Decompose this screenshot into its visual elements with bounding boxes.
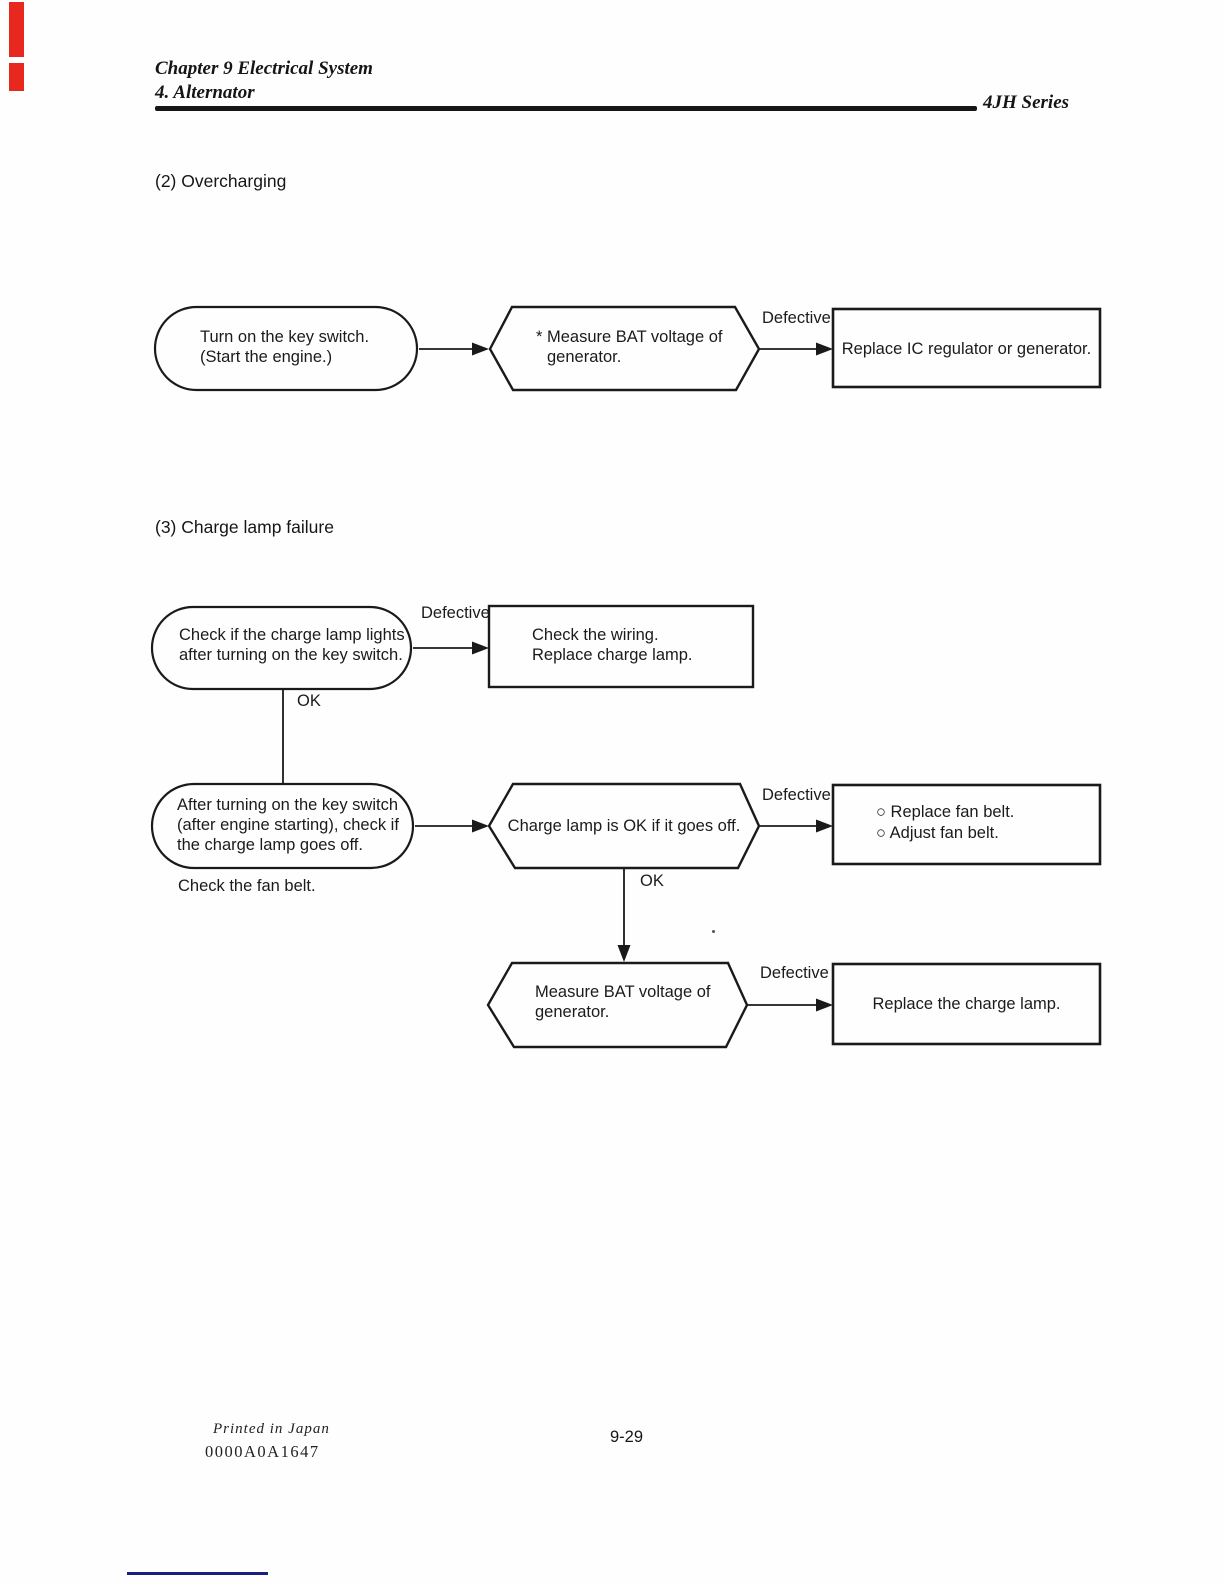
- arrowhead-down: [617, 945, 631, 962]
- chapter-title: Chapter 9 Electrical System: [155, 58, 373, 79]
- header-rule: [155, 106, 977, 111]
- lamp-ok-text: Charge lamp is OK if it goes off.: [507, 817, 741, 835]
- result-node-replace-lamp: [831, 962, 1102, 1046]
- decision-node-lamp-ok: [487, 782, 761, 870]
- replace-regulator-text: Replace IC regulator or generator.: [841, 340, 1092, 358]
- section-title: 4. Alternator: [155, 82, 255, 103]
- arrowhead: [816, 819, 833, 833]
- check-lamp-text: Check if the charge lamp lights after tu…: [179, 626, 405, 664]
- measure-bat-2-text: Measure BAT voltage of generator.: [535, 983, 711, 1021]
- measure-node-text: * Measure BAT voltage of generator.: [536, 328, 723, 366]
- check-wiring-text: Check the wiring. Replace charge lamp.: [532, 626, 693, 664]
- result-node-check-wiring: [487, 604, 755, 689]
- arrowhead: [816, 998, 833, 1012]
- arrowhead: [472, 819, 489, 833]
- result-node-fan-belt: [831, 783, 1102, 866]
- process-node-measure-bat-2: [486, 961, 749, 1049]
- printed-in-japan: Printed in Japan: [213, 1421, 330, 1437]
- series-label: 4JH Series: [983, 92, 1070, 113]
- ok-label: OK: [640, 872, 664, 890]
- document-code: 0000A0A1647: [205, 1442, 320, 1461]
- fan-belt-note: Check the fan belt.: [178, 877, 316, 895]
- after-key-switch-text: After turning on the key switch (after e…: [177, 796, 399, 854]
- overcharging-title: (2) Overcharging: [155, 171, 287, 191]
- defective-label: Defective: [421, 604, 490, 622]
- start-node-key-switch: [153, 305, 419, 392]
- page-number: 9-29: [610, 1428, 644, 1446]
- defective-label: Defective: [760, 964, 829, 982]
- red-scan-mark-bottom: [9, 63, 24, 91]
- result-node-replace-regulator: [831, 307, 1102, 389]
- defective-label: Defective: [762, 786, 831, 804]
- start-node-check-lamp: [150, 605, 413, 691]
- start-node-after-key-switch: [150, 782, 415, 870]
- blue-scan-line: [127, 1572, 268, 1575]
- arrowhead: [816, 342, 833, 356]
- replace-lamp-text: Replace the charge lamp.: [872, 995, 1061, 1013]
- defective-label: Defective: [762, 309, 831, 327]
- stray-dot: [712, 930, 715, 933]
- red-scan-mark-top: [9, 2, 24, 57]
- start-node-text: Turn on the key switch. (Start the engin…: [200, 328, 370, 366]
- charge-lamp-failure-title: (3) Charge lamp failure: [155, 517, 334, 537]
- process-node-measure-bat: [488, 305, 761, 392]
- fan-belt-fix-text: ○ Replace fan belt. ○ Adjust fan belt.: [876, 803, 1015, 842]
- ok-label: OK: [297, 692, 321, 710]
- arrowhead: [472, 641, 489, 655]
- arrowhead: [472, 342, 489, 356]
